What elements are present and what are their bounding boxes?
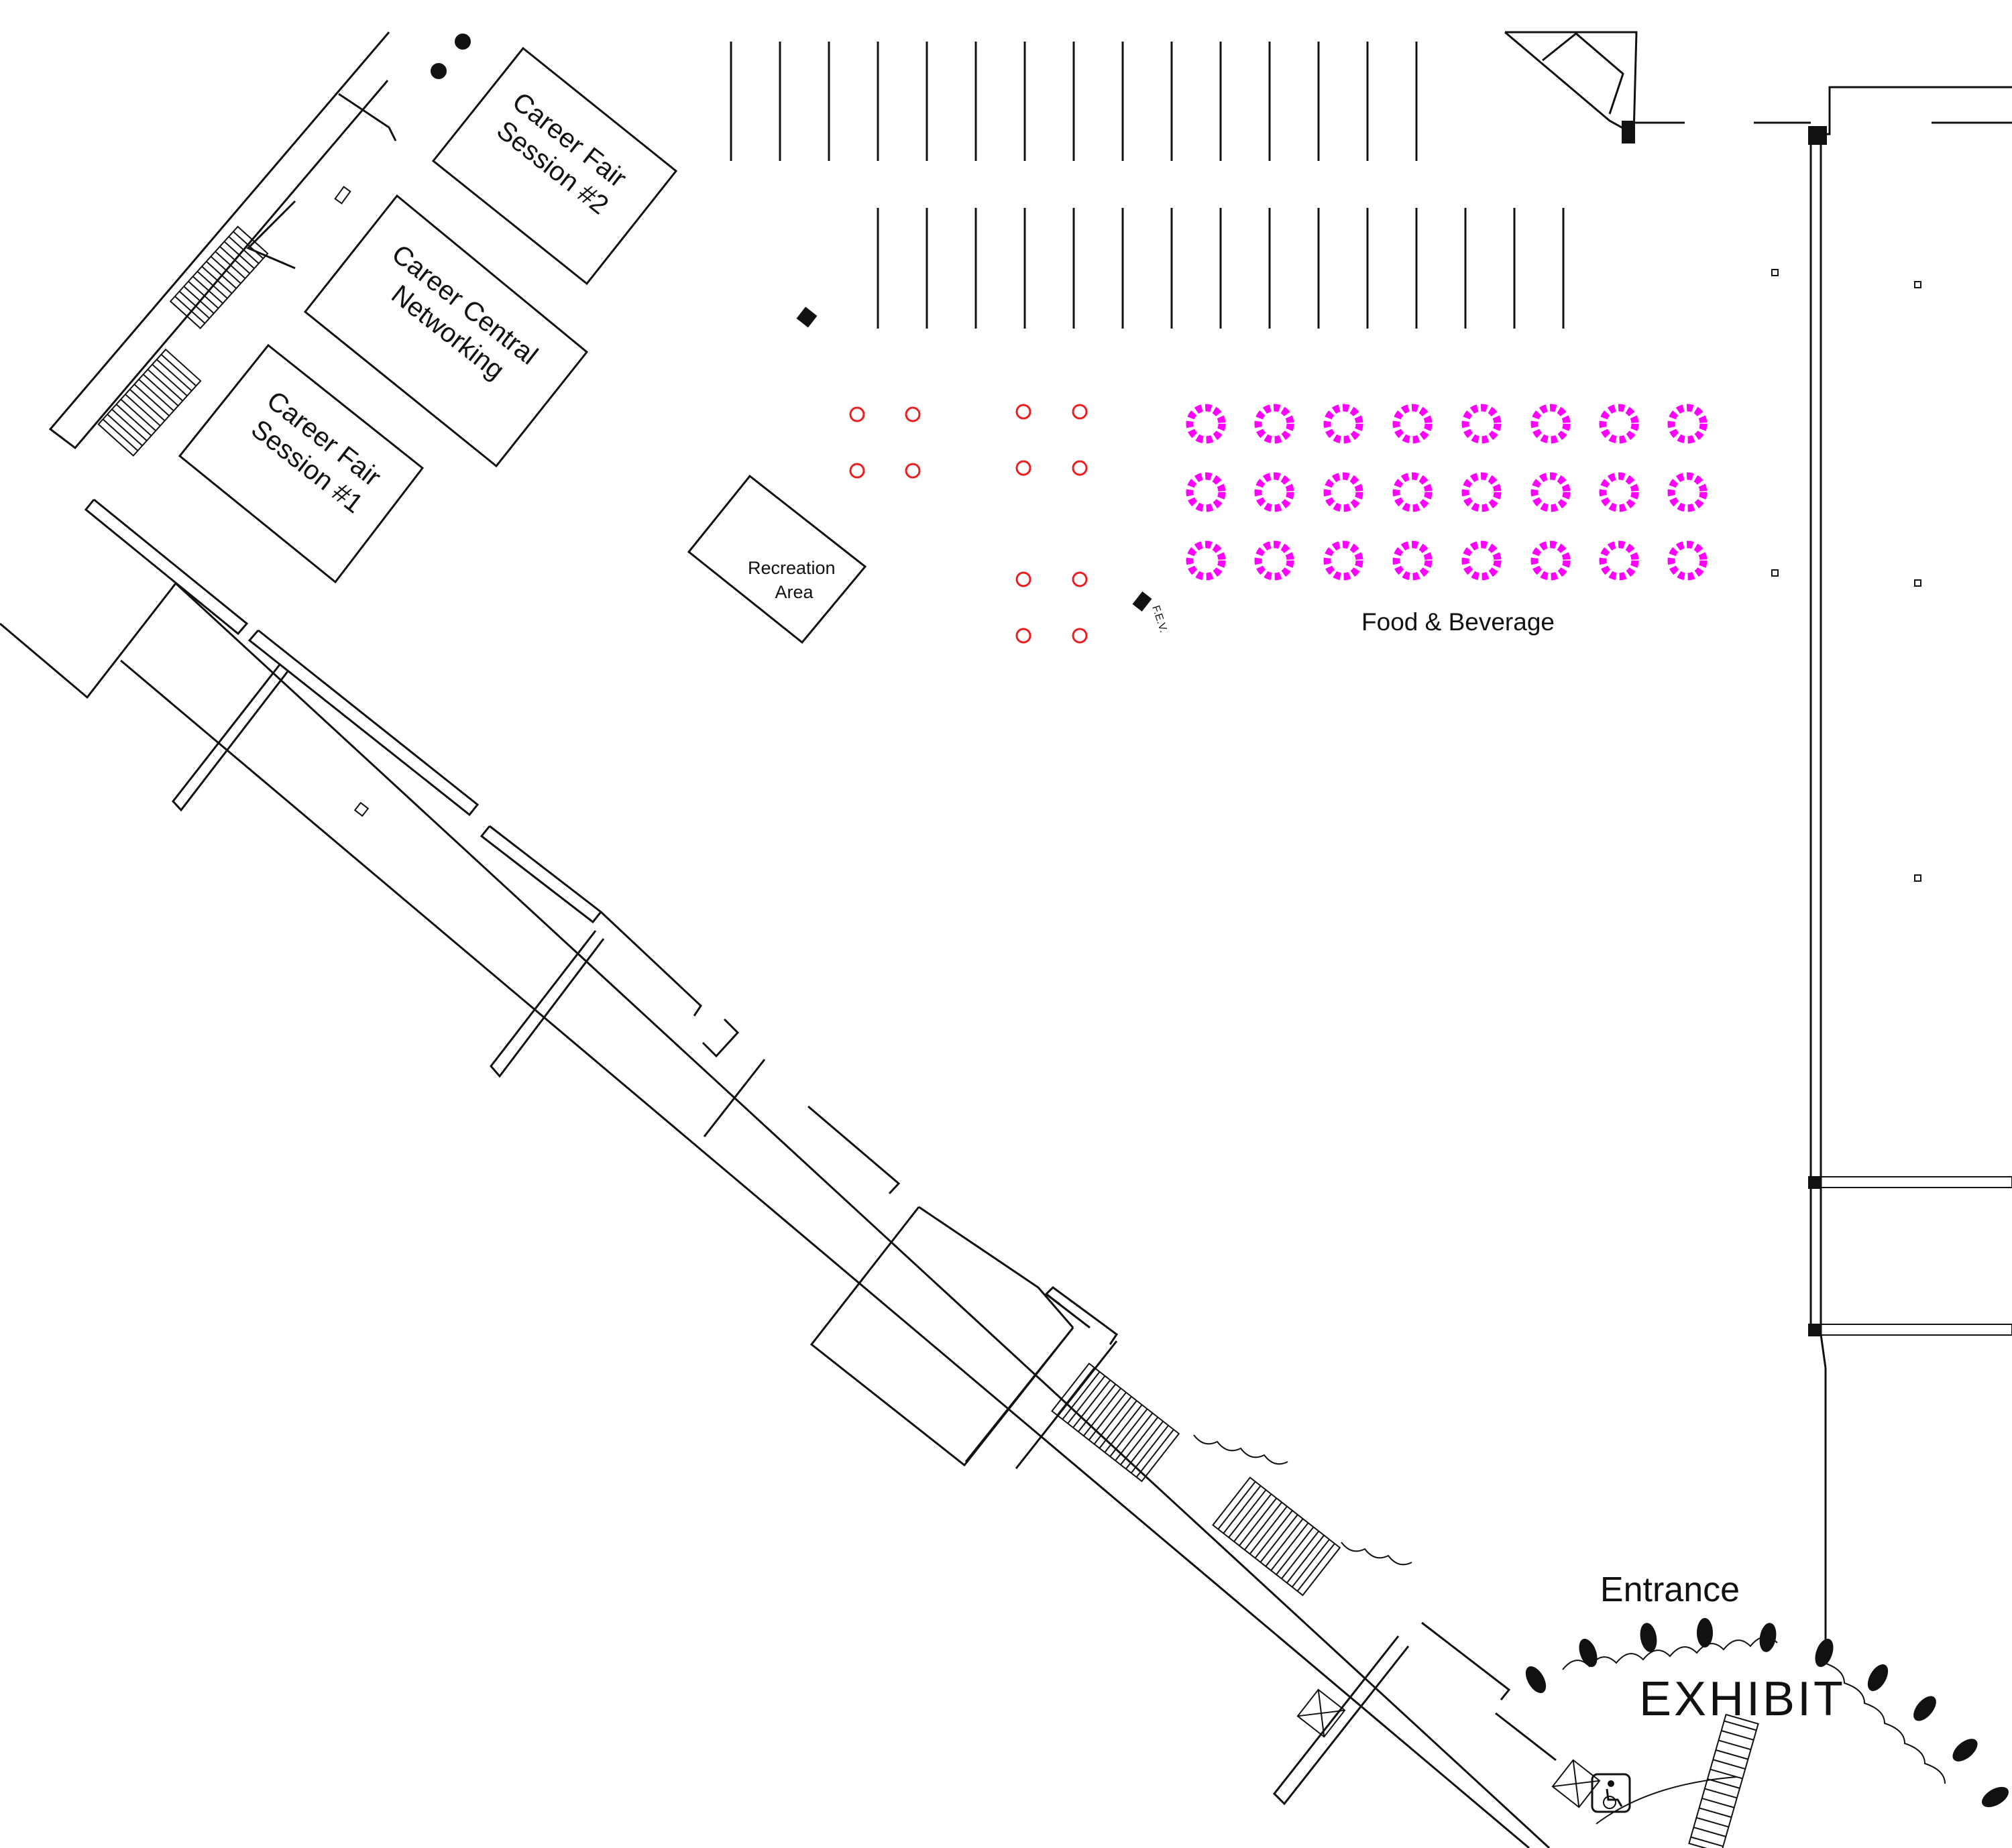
stair-icon xyxy=(97,225,269,457)
booth-row-2 xyxy=(877,208,1565,329)
door-swing-icon xyxy=(1193,1434,1946,1784)
recreation-line1: Recreation xyxy=(748,558,836,578)
northeast-structure xyxy=(1504,31,1685,143)
exhibit-label: EXHIBIT xyxy=(1639,1672,1846,1726)
column-marker xyxy=(431,63,447,79)
cocktail-tables[interactable] xyxy=(849,404,1088,644)
accessible-icon xyxy=(1591,1773,1631,1813)
recreation-line2: Area xyxy=(775,582,814,602)
elevator-icon xyxy=(1296,1688,1601,1808)
entrance-label: Entrance xyxy=(1600,1570,1740,1609)
entrance-bollards xyxy=(1525,1618,2009,1808)
stair-icon xyxy=(1051,1363,1759,1848)
entrance-arc xyxy=(1596,1776,1738,1825)
northwest-wall xyxy=(48,32,397,450)
fev-cabinet-icon xyxy=(796,306,818,328)
recreation-area[interactable]: Recreation Area xyxy=(687,474,867,644)
career-fair-session-1-room[interactable]: Career Fair Session #1 xyxy=(178,343,425,584)
fev-cabinet-icon xyxy=(1132,591,1152,612)
fev-label: F.E.V. xyxy=(1150,604,1169,634)
booth-row-1 xyxy=(730,42,1418,161)
svg-text:Recreation Area: Recreation Area xyxy=(748,558,840,602)
career-central-networking-room[interactable]: Career Central Networking xyxy=(303,194,589,468)
east-hall-wall xyxy=(1754,86,2012,1639)
career-fair-session-2-room[interactable]: Career Fair Session #2 xyxy=(431,46,678,286)
south-corridor xyxy=(0,498,1557,1848)
column-marker xyxy=(455,34,471,50)
food-beverage-label: Food & Beverage xyxy=(1361,608,1555,636)
food-beverage-tables[interactable] xyxy=(1186,404,1708,581)
